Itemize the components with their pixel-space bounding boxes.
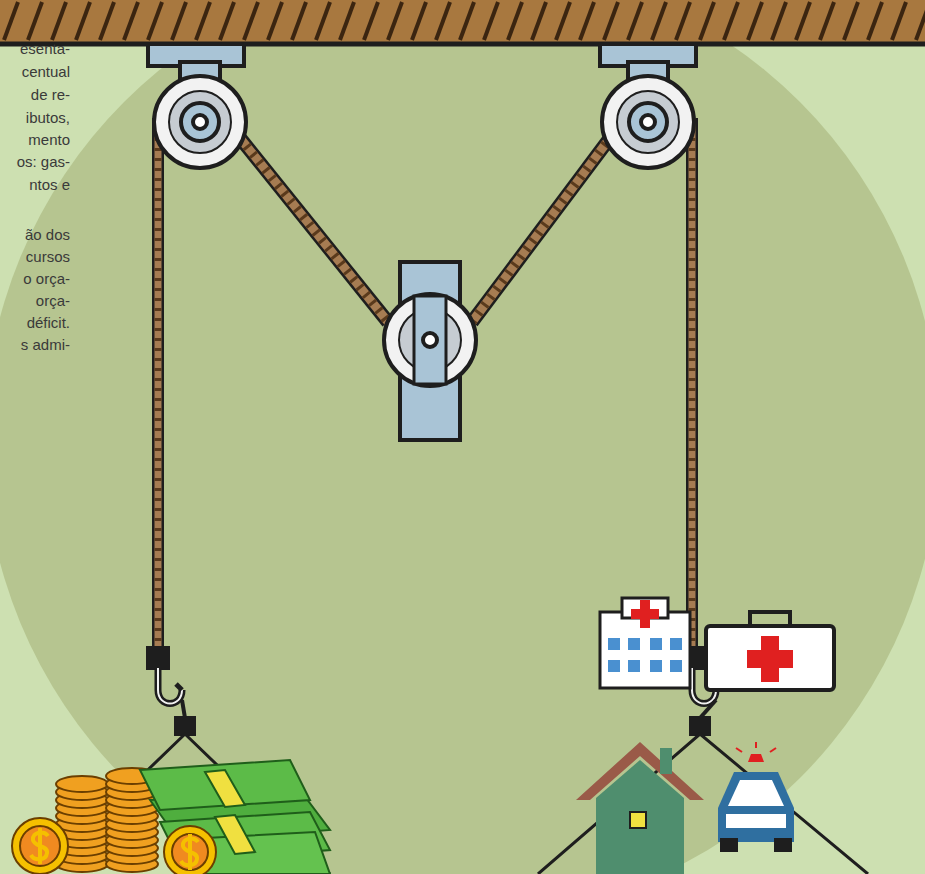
text-fragment: s admi- <box>21 336 70 354</box>
fixed-pulley <box>148 44 246 168</box>
text-fragment: os: gas- <box>17 153 70 171</box>
text-fragment: orça- <box>36 292 70 310</box>
text-fragment: mento <box>28 131 70 149</box>
fixed-pulley <box>600 44 696 168</box>
text-fragment: esenta- <box>20 40 70 58</box>
medical-kit-icon <box>706 612 834 690</box>
text-fragment: centual <box>22 63 70 81</box>
movable-pulley <box>384 262 476 440</box>
text-fragment: o orça- <box>23 270 70 288</box>
police-car-icon <box>718 742 794 852</box>
hook <box>148 648 716 734</box>
ceiling-edge <box>0 42 925 47</box>
text-fragment: cursos <box>26 248 70 266</box>
text-fragment: déficit. <box>27 314 70 332</box>
ceiling-beam <box>0 0 925 42</box>
house-icon <box>576 742 704 874</box>
hospital-icon <box>600 598 690 688</box>
text-fragment: ibutos, <box>26 109 70 127</box>
text-fragment: ão dos <box>25 226 70 244</box>
rope <box>158 118 692 650</box>
text-fragment: de re- <box>31 86 70 104</box>
text-fragment: ntos e <box>29 176 70 194</box>
money-stack <box>12 760 330 874</box>
